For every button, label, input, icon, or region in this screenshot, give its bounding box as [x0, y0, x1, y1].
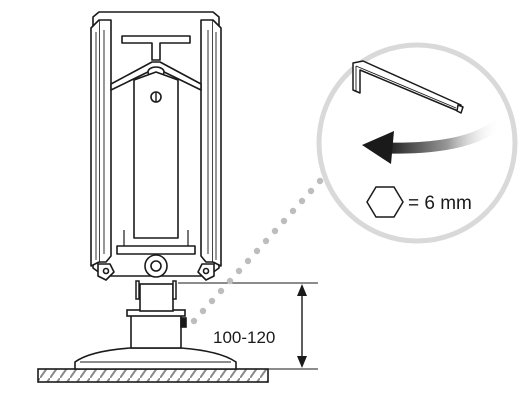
height-dimension: [178, 282, 318, 370]
hex-key-icon: [352, 60, 464, 114]
holder-bracket: [90, 11, 222, 281]
floor-hatched: [37, 368, 269, 383]
dimension-label: 100-120: [213, 328, 275, 347]
stand-base: [74, 347, 237, 370]
telescopic-post: [126, 283, 187, 349]
bracket-legs: [135, 280, 177, 300]
hexagon-icon: [366, 186, 404, 218]
key-size-label: = 6 mm: [408, 193, 472, 214]
curved-arrow-icon: [362, 116, 506, 164]
callout-leader-dots: [190, 177, 324, 325]
